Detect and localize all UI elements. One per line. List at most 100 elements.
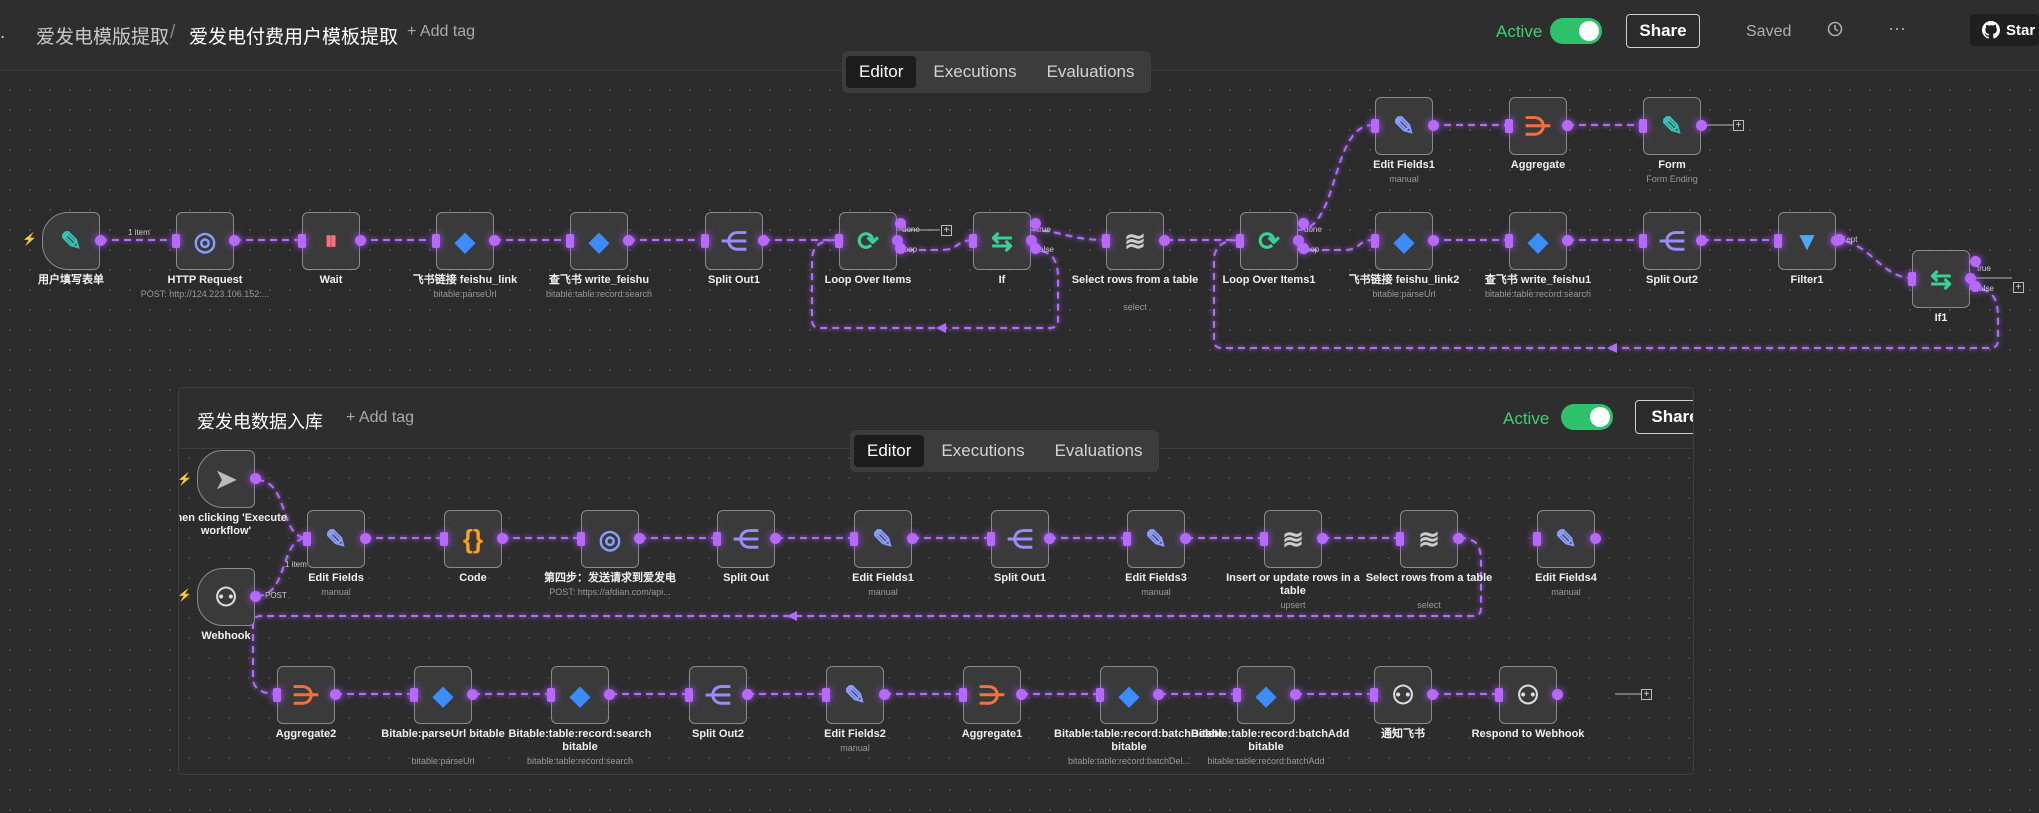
- input-port[interactable]: [432, 234, 440, 248]
- workflow-node[interactable]: ✎: [854, 510, 912, 568]
- input-port[interactable]: [1505, 119, 1513, 133]
- embedded-add-tag-button[interactable]: + Add tag: [346, 409, 415, 426]
- input-port[interactable]: [1370, 688, 1378, 702]
- workflow-node[interactable]: {}: [444, 510, 502, 568]
- workflow-node[interactable]: ✎: [826, 666, 884, 724]
- branch-output-port[interactable]: [895, 218, 906, 229]
- output-port[interactable]: [1159, 235, 1170, 246]
- input-port[interactable]: [1260, 532, 1268, 546]
- output-port[interactable]: [604, 689, 615, 700]
- add-node-plus-icon[interactable]: +: [1733, 120, 1744, 131]
- input-port[interactable]: [1371, 119, 1379, 133]
- output-port[interactable]: [330, 689, 341, 700]
- more-options-icon[interactable]: ···: [1888, 18, 1906, 38]
- workflow-node[interactable]: ⋲: [705, 212, 763, 270]
- github-star-button[interactable]: Star: [1970, 14, 2039, 46]
- input-port[interactable]: [987, 532, 995, 546]
- workflow-node[interactable]: ⚇: [1374, 666, 1432, 724]
- output-port[interactable]: [229, 235, 240, 246]
- embedded-share-button[interactable]: Share: [1635, 400, 1693, 434]
- output-port[interactable]: [770, 533, 781, 544]
- workflow-node[interactable]: ⏸: [302, 212, 360, 270]
- workflow-node[interactable]: ◆: [1237, 666, 1295, 724]
- workflow-node[interactable]: ⇆: [973, 212, 1031, 270]
- embedded-tab-editor[interactable]: Editor: [854, 435, 925, 467]
- output-port[interactable]: [250, 473, 261, 484]
- embedded-active-toggle[interactable]: [1561, 404, 1613, 430]
- output-port[interactable]: [489, 235, 500, 246]
- output-port[interactable]: [95, 235, 106, 246]
- output-port[interactable]: [1290, 689, 1301, 700]
- workflow-node[interactable]: ◆: [436, 212, 494, 270]
- output-port[interactable]: [1552, 689, 1563, 700]
- workflow-node[interactable]: ⚇: [1499, 666, 1557, 724]
- workflow-node[interactable]: ⋲: [717, 510, 775, 568]
- branch-output-port[interactable]: [1298, 218, 1309, 229]
- output-port[interactable]: [1562, 235, 1573, 246]
- output-port[interactable]: [907, 533, 918, 544]
- input-port[interactable]: [969, 234, 977, 248]
- workflow-node[interactable]: ◆: [1375, 212, 1433, 270]
- input-port[interactable]: [1533, 532, 1541, 546]
- output-port[interactable]: [634, 533, 645, 544]
- workflow-node[interactable]: ⋲: [689, 666, 747, 724]
- add-node-plus-icon[interactable]: +: [2013, 282, 2024, 293]
- workflow-node[interactable]: ⋺: [963, 666, 1021, 724]
- input-port[interactable]: [1908, 272, 1916, 286]
- workflow-node[interactable]: ✎: [1375, 97, 1433, 155]
- branch-output-port[interactable]: [1298, 243, 1309, 254]
- embedded-tab-executions[interactable]: Executions: [941, 441, 1025, 460]
- output-port[interactable]: [742, 689, 753, 700]
- input-port[interactable]: [410, 688, 418, 702]
- output-port[interactable]: [1044, 533, 1055, 544]
- workflow-node[interactable]: ➤: [197, 450, 255, 508]
- output-port[interactable]: [1016, 689, 1027, 700]
- input-port[interactable]: [303, 532, 311, 546]
- input-port[interactable]: [1096, 688, 1104, 702]
- branch-output-port[interactable]: [1970, 281, 1981, 292]
- input-port[interactable]: [1396, 532, 1404, 546]
- workflow-node[interactable]: ◆: [1509, 212, 1567, 270]
- branch-output-port[interactable]: [1030, 243, 1041, 254]
- workflow-node[interactable]: ◎: [581, 510, 639, 568]
- output-port[interactable]: [1696, 235, 1707, 246]
- output-port[interactable]: [1026, 235, 1037, 246]
- workflow-node[interactable]: ✎: [42, 212, 100, 270]
- input-port[interactable]: [1639, 119, 1647, 133]
- workflow-node[interactable]: ✎: [1537, 510, 1595, 568]
- output-port[interactable]: [1428, 235, 1439, 246]
- output-port[interactable]: [879, 689, 890, 700]
- input-port[interactable]: [713, 532, 721, 546]
- workflow-node[interactable]: ✎: [1643, 97, 1701, 155]
- input-port[interactable]: [1639, 234, 1647, 248]
- input-port[interactable]: [298, 234, 306, 248]
- workflow-node[interactable]: ▼: [1778, 212, 1836, 270]
- workflow-node[interactable]: ⚇: [197, 568, 255, 626]
- input-port[interactable]: [1123, 532, 1131, 546]
- workflow-node[interactable]: ≋: [1400, 510, 1458, 568]
- breadcrumb-folder[interactable]: 爱发电模版提取: [36, 27, 170, 48]
- workflow-node[interactable]: ≋: [1106, 212, 1164, 270]
- input-port[interactable]: [701, 234, 709, 248]
- tab-executions[interactable]: Executions: [933, 62, 1017, 81]
- input-port[interactable]: [1495, 688, 1503, 702]
- workflow-title[interactable]: 爱发电付费用户模板提取: [189, 27, 399, 48]
- input-port[interactable]: [1505, 234, 1513, 248]
- output-port[interactable]: [892, 235, 903, 246]
- output-port[interactable]: [250, 591, 261, 602]
- embedded-workflow-title[interactable]: 爱发电数据入库: [197, 412, 323, 432]
- output-port[interactable]: [758, 235, 769, 246]
- tab-editor[interactable]: Editor: [846, 56, 917, 88]
- output-port[interactable]: [1317, 533, 1328, 544]
- add-node-plus-icon[interactable]: +: [1641, 689, 1652, 700]
- workflow-node[interactable]: ⋺: [277, 666, 335, 724]
- workflow-node[interactable]: ◆: [1100, 666, 1158, 724]
- output-port[interactable]: [1428, 120, 1439, 131]
- workflow-node[interactable]: ◆: [570, 212, 628, 270]
- branch-output-port[interactable]: [1834, 234, 1845, 245]
- workflow-node[interactable]: ✎: [1127, 510, 1185, 568]
- add-node-plus-icon[interactable]: +: [941, 225, 952, 236]
- add-tag-button[interactable]: + Add tag: [407, 23, 476, 40]
- input-port[interactable]: [959, 688, 967, 702]
- output-port[interactable]: [497, 533, 508, 544]
